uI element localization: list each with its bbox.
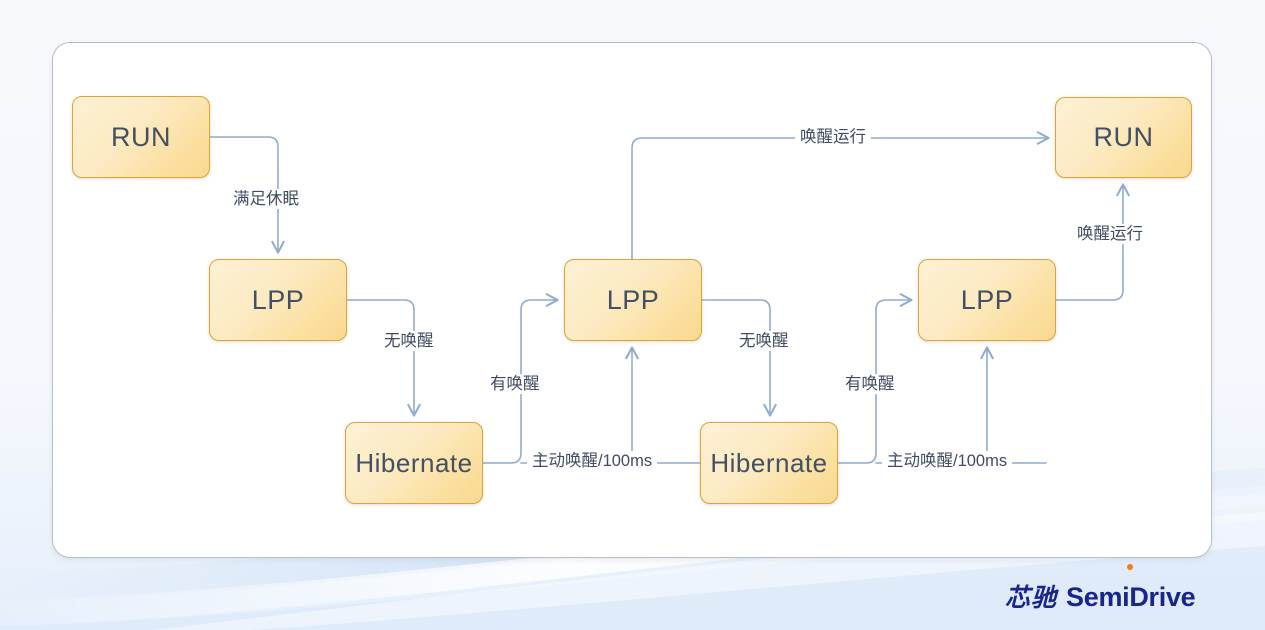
edge-label-wake-run-1: 唤醒运行 bbox=[795, 127, 871, 147]
semidrive-logo: 芯驰 SemiDrive bbox=[1005, 564, 1196, 613]
node-label: LPP bbox=[606, 284, 660, 315]
edge-label-active-wake-100ms-1: 主动唤醒/100ms bbox=[527, 451, 658, 471]
node-label: LPP bbox=[960, 284, 1014, 315]
node-run-2[interactable]: RUN bbox=[1055, 97, 1192, 178]
edge-label-satisfy-sleep: 满足休眠 bbox=[228, 189, 304, 209]
edge-label-active-wake-100ms-2: 主动唤醒/100ms bbox=[882, 451, 1013, 471]
logo-chinese-text: 芯驰 bbox=[1005, 583, 1058, 612]
node-label: RUN bbox=[1093, 122, 1154, 152]
logo-english-label: SemiDrive bbox=[1066, 582, 1196, 612]
edge-label-no-wake-2: 无唤醒 bbox=[734, 331, 794, 351]
edge-lpp2-to-run2 bbox=[631, 131, 1050, 260]
edge-lpp2-to-hib2 bbox=[701, 299, 777, 417]
node-lpp-1[interactable]: LPP bbox=[209, 259, 347, 341]
logo-accent-dot-icon bbox=[1127, 564, 1134, 570]
node-run-1[interactable]: RUN bbox=[72, 96, 210, 178]
node-label: LPP bbox=[251, 284, 305, 315]
edge-run1-to-lpp1 bbox=[209, 136, 285, 254]
edge-label-has-wake-1: 有唤醒 bbox=[485, 374, 545, 394]
edge-label-has-wake-2: 有唤醒 bbox=[840, 374, 900, 394]
node-label: Hibernate bbox=[710, 447, 828, 478]
node-label: RUN bbox=[111, 121, 171, 152]
edge-lpp1-to-hib1 bbox=[346, 299, 421, 417]
node-hibernate-1[interactable]: Hibernate bbox=[345, 422, 483, 504]
node-label: Hibernate bbox=[355, 447, 473, 478]
node-hibernate-2[interactable]: Hibernate bbox=[700, 422, 838, 504]
logo-english-text: SemiDrive bbox=[1066, 564, 1196, 613]
edge-label-wake-run-2: 唤醒运行 bbox=[1072, 224, 1148, 244]
edge-label-no-wake-1: 无唤醒 bbox=[379, 331, 439, 351]
edge-lpp3-to-run2 bbox=[1055, 183, 1130, 301]
node-lpp-2[interactable]: LPP bbox=[564, 259, 702, 341]
node-lpp-3[interactable]: LPP bbox=[918, 259, 1056, 341]
